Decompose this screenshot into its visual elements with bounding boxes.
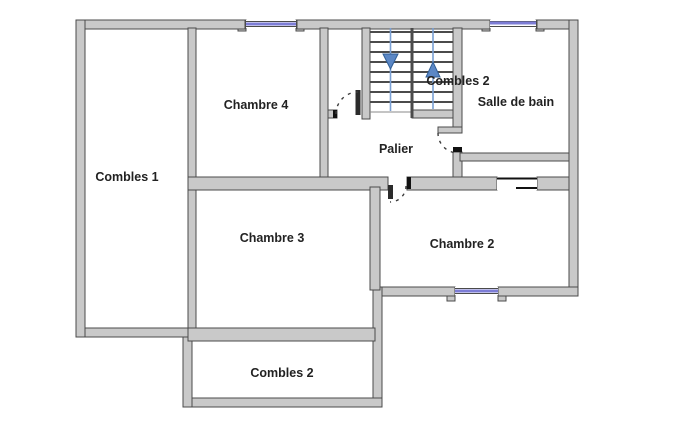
wall-mid-band-west [187, 176, 389, 191]
door-swing-arc-icon [335, 91, 359, 115]
door-salle-de-bain [437, 126, 463, 154]
door-swing-arc-icon [389, 185, 407, 203]
window-glass-icon [455, 289, 498, 293]
door-leaf-icon [388, 185, 393, 199]
wall-chambre2-bottom-east [497, 286, 579, 297]
wall-mid-band-east [536, 176, 570, 191]
wall-combles2-west [182, 329, 193, 408]
room-label-palier: Palier [379, 142, 413, 156]
room-label-salle-de-bain: Salle de bain [478, 95, 554, 109]
wall-outer-top-left [75, 19, 246, 30]
walls [75, 19, 579, 408]
door-leaf-icon [355, 90, 361, 115]
wall-outer-left [75, 19, 86, 338]
wall-stair-west [361, 27, 371, 120]
wall-salle-de-bain-south [459, 152, 570, 162]
window-glass-icon [246, 22, 296, 26]
door-leaf-icon [437, 126, 463, 134]
wall-outer-right [568, 19, 579, 297]
wall-outer-bottom [182, 397, 383, 408]
window-glass-icon [490, 21, 536, 25]
window-chambre4 [246, 20, 296, 28]
wall-stair-south [411, 109, 454, 119]
stair-arrow-up-icon [425, 60, 441, 78]
wall-combles1-bottom [75, 327, 193, 338]
room-label-combles1: Combles 1 [95, 170, 158, 184]
room-label-chambre2: Chambre 2 [430, 237, 495, 251]
wall-chambre3-chambre2-divider [369, 186, 381, 291]
stair-arrow-down-icon [382, 53, 399, 71]
opening-chambre2-closet [497, 177, 537, 190]
wall-chambre4-east [319, 27, 329, 185]
room-label-combles2-bottom: Combles 2 [250, 366, 313, 380]
room-label-chambre3: Chambre 3 [240, 231, 305, 245]
room-label-combles2-top: Combles 2 [426, 74, 489, 88]
wall-mid-band-mid [406, 176, 498, 191]
window-salle-de-bain [490, 20, 536, 28]
wall-chambre3-bottom [187, 327, 376, 342]
wall-combles2-east [372, 286, 383, 408]
room-label-chambre4: Chambre 4 [224, 98, 289, 112]
staircase [370, 28, 453, 118]
door-chambre2 [388, 177, 411, 203]
door-closet [333, 90, 361, 118]
wall-chambre2-bottom-west [374, 286, 456, 297]
window-chambre2 [455, 287, 498, 295]
